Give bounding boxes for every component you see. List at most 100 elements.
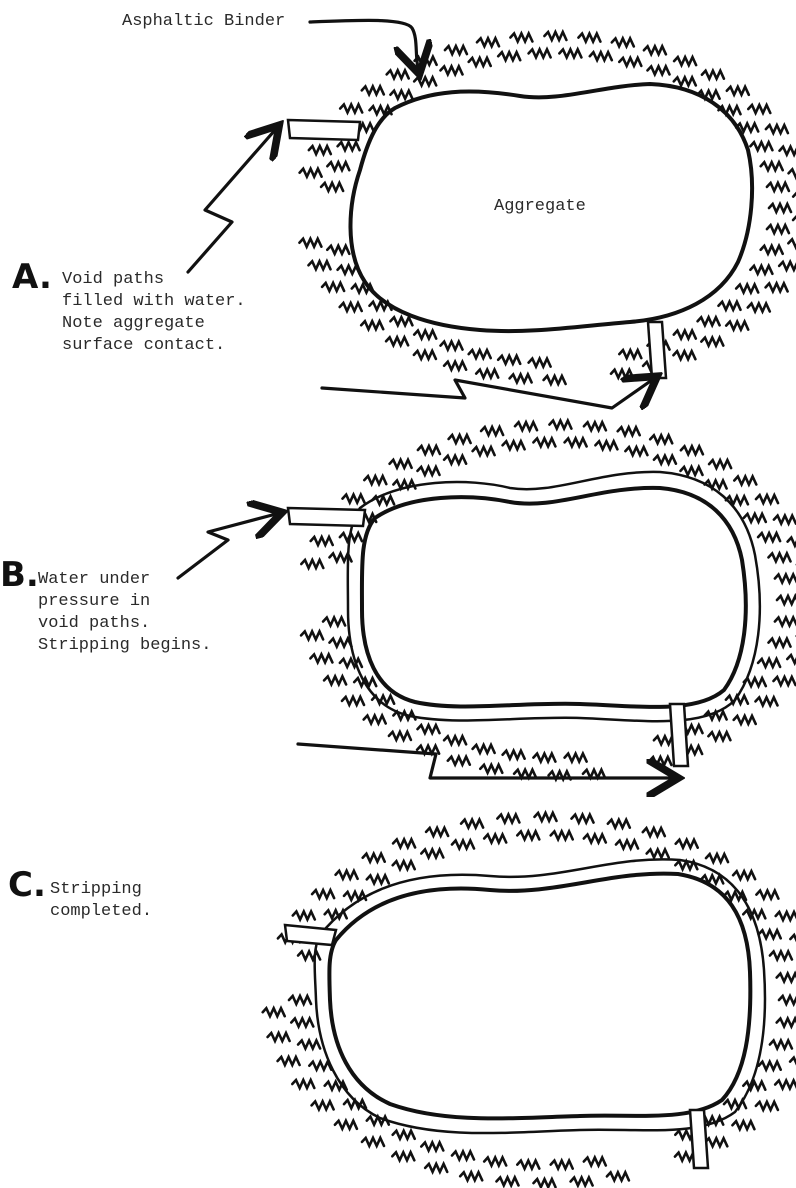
binder-squiggle bbox=[770, 952, 792, 960]
binder-squiggle bbox=[734, 716, 756, 724]
binder-squiggle bbox=[338, 142, 360, 150]
binder-squiggle bbox=[452, 841, 474, 849]
binder-squiggle bbox=[300, 169, 322, 177]
binder-squiggle bbox=[390, 460, 412, 468]
binder-squiggle bbox=[779, 262, 796, 270]
binder-squiggle bbox=[503, 441, 525, 449]
binder-squiggle bbox=[549, 421, 571, 429]
binder-squiggle bbox=[481, 427, 503, 435]
binder-squiggle bbox=[361, 321, 383, 329]
binder-squiggle bbox=[327, 246, 349, 254]
binder-squiggle bbox=[619, 58, 641, 66]
binder-squiggle bbox=[503, 751, 525, 759]
binder-squiggle bbox=[310, 654, 332, 662]
binder-squiggle bbox=[389, 732, 411, 740]
binder-squiggle bbox=[452, 1152, 474, 1160]
binder-squiggle bbox=[312, 890, 334, 898]
binder-squiggle bbox=[732, 1121, 754, 1129]
binder-squiggle bbox=[510, 374, 532, 382]
binder-squiggle bbox=[327, 162, 349, 170]
binder-squiggle bbox=[708, 732, 730, 740]
binder-squiggle bbox=[756, 891, 778, 899]
binder-squiggle bbox=[321, 183, 343, 191]
binder-squiggle bbox=[364, 476, 386, 484]
binder-squiggle bbox=[340, 105, 362, 113]
binder-squiggle bbox=[364, 716, 386, 724]
binder-squiggle bbox=[322, 283, 344, 291]
binder-squiggle bbox=[616, 841, 638, 849]
binder-squiggle bbox=[776, 912, 796, 920]
water-film-b bbox=[348, 472, 760, 721]
binder-squiggle bbox=[780, 147, 796, 155]
binder-squiggle bbox=[529, 49, 551, 57]
panel-letter-b: B. bbox=[0, 555, 39, 595]
panel-letter-c: C. bbox=[8, 865, 46, 905]
binder-squiggle bbox=[709, 460, 731, 468]
binder-squiggle bbox=[418, 467, 440, 475]
binder-squiggle bbox=[393, 861, 415, 869]
binder-squiggle bbox=[469, 58, 491, 66]
binder-squiggle bbox=[390, 91, 412, 99]
binder-squiggle bbox=[448, 757, 470, 765]
binder-squiggle bbox=[551, 831, 573, 839]
binder-squiggle bbox=[787, 655, 796, 663]
binder-squiggle bbox=[343, 495, 365, 503]
binder-squiggle bbox=[775, 618, 796, 626]
binder-squiggle bbox=[484, 835, 506, 843]
void-path-pointer-arrow-a bbox=[188, 130, 275, 272]
binder-squiggle bbox=[517, 831, 539, 839]
binder-squiggle bbox=[733, 871, 755, 879]
binder-squiggle bbox=[278, 1057, 300, 1065]
binder-squiggle bbox=[789, 169, 796, 177]
aggregate-label: Aggregate bbox=[494, 197, 586, 216]
binder-squiggle bbox=[647, 850, 669, 858]
binder-squiggle bbox=[584, 422, 606, 430]
binder-squiggle bbox=[769, 204, 791, 212]
binder-squiggle bbox=[292, 1080, 314, 1088]
void-path-bottom-c bbox=[690, 1110, 708, 1168]
caption-b-line-3: void paths. bbox=[38, 614, 150, 633]
binder-squiggle bbox=[324, 676, 346, 684]
binder-squiggle bbox=[330, 639, 352, 647]
binder-squiggle bbox=[769, 639, 791, 647]
binder-squiggle bbox=[743, 1082, 765, 1090]
binder-squiggle bbox=[584, 1158, 606, 1166]
binder-squiggle bbox=[392, 1152, 414, 1160]
binder-squiggle bbox=[498, 356, 520, 364]
binder-squiggle bbox=[777, 1019, 796, 1027]
binder-squiggle bbox=[756, 1102, 778, 1110]
binder-squiggle bbox=[335, 1121, 357, 1129]
binder-squiggle bbox=[734, 477, 756, 485]
binder-squiggle bbox=[363, 854, 385, 862]
void-path-left-a bbox=[288, 120, 360, 140]
binder-squiggle bbox=[535, 813, 557, 821]
binder-squiggle bbox=[595, 441, 617, 449]
binder-squiggle bbox=[756, 697, 778, 705]
binder-squiggle bbox=[441, 66, 463, 74]
binder-squiggle bbox=[323, 618, 345, 626]
binder-squiggle bbox=[497, 1177, 519, 1185]
void-path-bottom-a bbox=[648, 322, 666, 378]
binder-squiggle bbox=[681, 467, 703, 475]
binder-coating-b bbox=[301, 421, 796, 780]
binder-squiggle bbox=[444, 456, 466, 464]
binder-squiggle bbox=[758, 533, 780, 541]
caption-c-line-2: completed. bbox=[50, 902, 152, 921]
caption-b-line-4: Stripping begins. bbox=[38, 636, 211, 655]
binder-squiggle bbox=[790, 935, 796, 943]
binder-squiggle bbox=[643, 828, 665, 836]
binder-squiggle bbox=[529, 359, 551, 367]
binder-squiggle bbox=[607, 1172, 629, 1180]
binder-squiggle bbox=[461, 820, 483, 828]
binder-squiggle bbox=[425, 1164, 447, 1172]
binder-squiggle bbox=[777, 596, 796, 604]
void-path-left-b bbox=[288, 508, 365, 526]
binder-squiggle bbox=[293, 912, 315, 920]
binder-squiggle bbox=[779, 996, 796, 1004]
binder-squiggle bbox=[748, 304, 770, 312]
caption-a-line-2: filled with water. bbox=[62, 292, 246, 311]
binder-squiggle bbox=[748, 105, 770, 113]
binder-squiggle bbox=[612, 38, 634, 46]
binder-squiggle bbox=[449, 435, 471, 443]
